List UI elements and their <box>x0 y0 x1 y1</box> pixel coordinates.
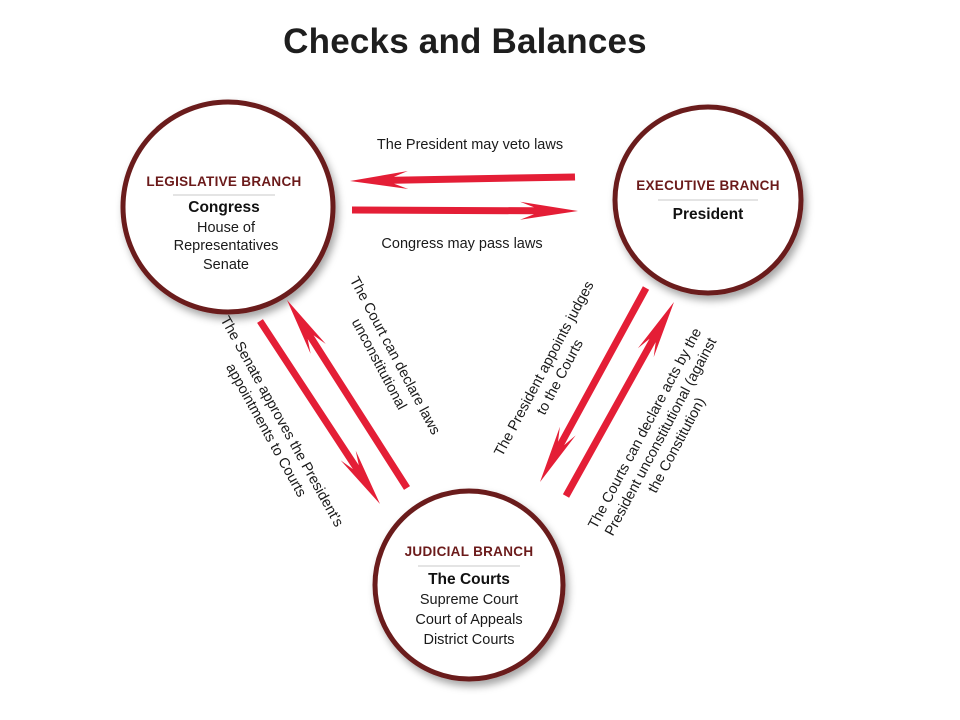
legislative-branch-title: LEGISLATIVE BRANCH <box>146 174 301 189</box>
executive-branch-title: EXECUTIVE BRANCH <box>636 178 780 193</box>
senate-approves-arrow <box>257 319 380 504</box>
judicial-branch-node: JUDICIAL BRANCH The Courts Supreme Court… <box>372 488 566 682</box>
executive-branch-name: President <box>673 206 744 223</box>
legislative-member: Senate <box>203 257 249 273</box>
judicial-circle <box>372 488 566 682</box>
court-declares-laws-label: The Court can declare laws unconstitutio… <box>346 274 443 437</box>
veto-arrow <box>350 171 576 189</box>
judicial-branch-title: JUDICIAL BRANCH <box>405 544 534 559</box>
legislative-branch-node: LEGISLATIVE BRANCH Congress House of Rep… <box>120 99 336 315</box>
judicial-member: District Courts <box>423 632 514 648</box>
judicial-member: Court of Appeals <box>415 612 522 628</box>
legislative-branch-name: Congress <box>188 199 260 216</box>
president-appoints-line: The President appoints judges <box>491 279 597 459</box>
judicial-branch-name: The Courts <box>428 571 510 588</box>
courts-declare-acts-line: President unconstitutional (against <box>602 335 720 538</box>
president-appoints-arrow <box>540 286 650 482</box>
legislative-member: House of <box>197 220 256 236</box>
courts-declare-acts-arrow <box>562 302 674 498</box>
judicial-member: Supreme Court <box>420 592 518 608</box>
legislative-member: Representatives <box>174 238 279 254</box>
page-title: Checks and Balances <box>283 22 647 61</box>
executive-branch-node: EXECUTIVE BRANCH President <box>612 104 804 296</box>
legislative-circle <box>120 99 336 315</box>
veto-label: The President may veto laws <box>377 137 563 153</box>
court-declares-laws-arrow <box>287 300 410 490</box>
pass-laws-arrow <box>352 201 578 220</box>
pass-laws-label: Congress may pass laws <box>381 236 542 252</box>
